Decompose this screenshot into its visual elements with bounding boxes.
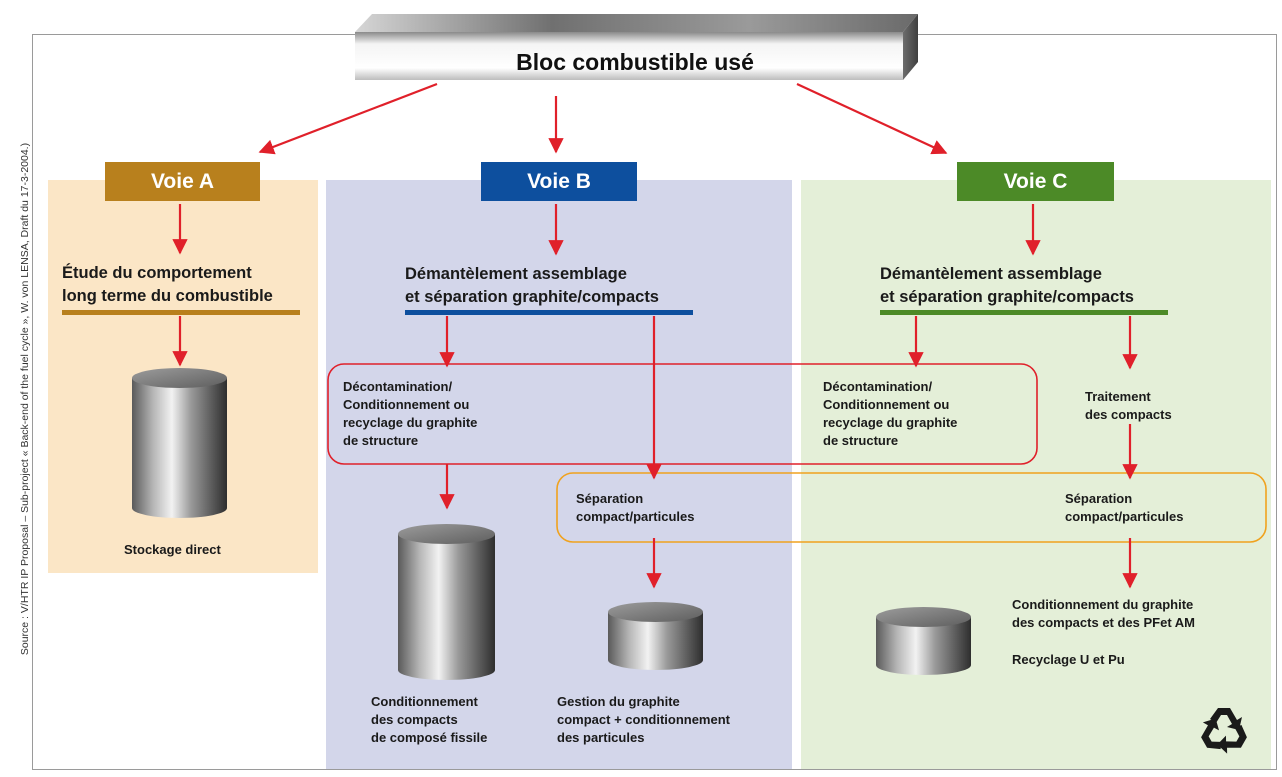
voie-b-gestion-line3: des particules: [557, 730, 645, 745]
voie-b-label: Voie B: [481, 162, 637, 201]
voie-c-label: Voie C: [957, 162, 1114, 201]
voie-a-storage-label: Stockage direct: [124, 542, 221, 557]
page-title: Bloc combustible usé: [516, 49, 754, 75]
voie-c-recyclage-label: Recyclage U et Pu: [1012, 652, 1125, 667]
voie-b-cond-compacts-line3: de composé fissile: [371, 730, 488, 745]
voie-b-gestion-line2: compact + conditionnement: [557, 712, 730, 727]
voie-c-underline: [880, 310, 1168, 315]
voie-b-decon-line4: de structure: [343, 433, 419, 448]
decontamination-loop: [327, 363, 1038, 465]
voie-c-decon-line4: de structure: [823, 433, 899, 448]
voie-c-traitement-line2: des compacts: [1085, 407, 1172, 422]
voie-b-gestion-line1: Gestion du graphite: [557, 694, 680, 709]
voie-b-title-line1: Démantèlement assemblage: [405, 265, 627, 283]
voie-c-decon-line1: Décontamination/: [823, 379, 933, 394]
voie-b-separation-line2: compact/particules: [576, 509, 695, 524]
voie-c-decon-line3: recyclage du graphite: [823, 415, 958, 430]
voie-c-decon-line2: Conditionnement ou: [823, 397, 950, 412]
voie-c-separation-line1: Séparation: [1065, 491, 1133, 506]
voie-b-decon-line1: Décontamination/: [343, 379, 453, 394]
cylinder-icon: [876, 607, 971, 675]
voie-b-cond-compacts-line1: Conditionnement: [371, 694, 478, 709]
voie-c-separation-line2: compact/particules: [1065, 509, 1184, 524]
separation-loop: [556, 472, 1267, 543]
voie-c-title-line1: Démantèlement assemblage: [880, 265, 1102, 283]
voie-b-decon-line2: Conditionnement ou: [343, 397, 470, 412]
voie-a-underline: [62, 310, 300, 315]
arrow-to-voie-a: [258, 82, 438, 155]
cylinder-icon: [398, 524, 495, 680]
voie-c-cond-graphite-line2: des compacts et des PFet AM: [1012, 615, 1196, 630]
voie-a-title-line1: Étude du comportement: [62, 264, 252, 282]
voie-a-label: Voie A: [105, 162, 260, 201]
cylinder-icon: [132, 368, 227, 518]
voie-b-title-line2: et séparation graphite/compacts: [405, 288, 659, 306]
cylinder-icon: [608, 602, 703, 670]
voie-c-panel: [801, 180, 1271, 769]
arrow-group: [172, 82, 1138, 589]
voie-a-title-line2: long terme du combustible: [62, 287, 273, 305]
title-block: [355, 14, 918, 80]
voie-b-decon-line3: recyclage du graphite: [343, 415, 478, 430]
recycle-icon: [1201, 708, 1247, 754]
voie-c-traitement-line1: Traitement: [1085, 389, 1151, 404]
arrow-to-voie-c: [796, 83, 948, 155]
voie-b-cond-compacts-line2: des compacts: [371, 712, 458, 727]
voie-b-separation-line1: Séparation: [576, 491, 644, 506]
voie-c-title-line2: et séparation graphite/compacts: [880, 288, 1134, 306]
voie-b-underline: [405, 310, 693, 315]
voie-c-cond-graphite-line1: Conditionnement du graphite: [1012, 597, 1194, 612]
